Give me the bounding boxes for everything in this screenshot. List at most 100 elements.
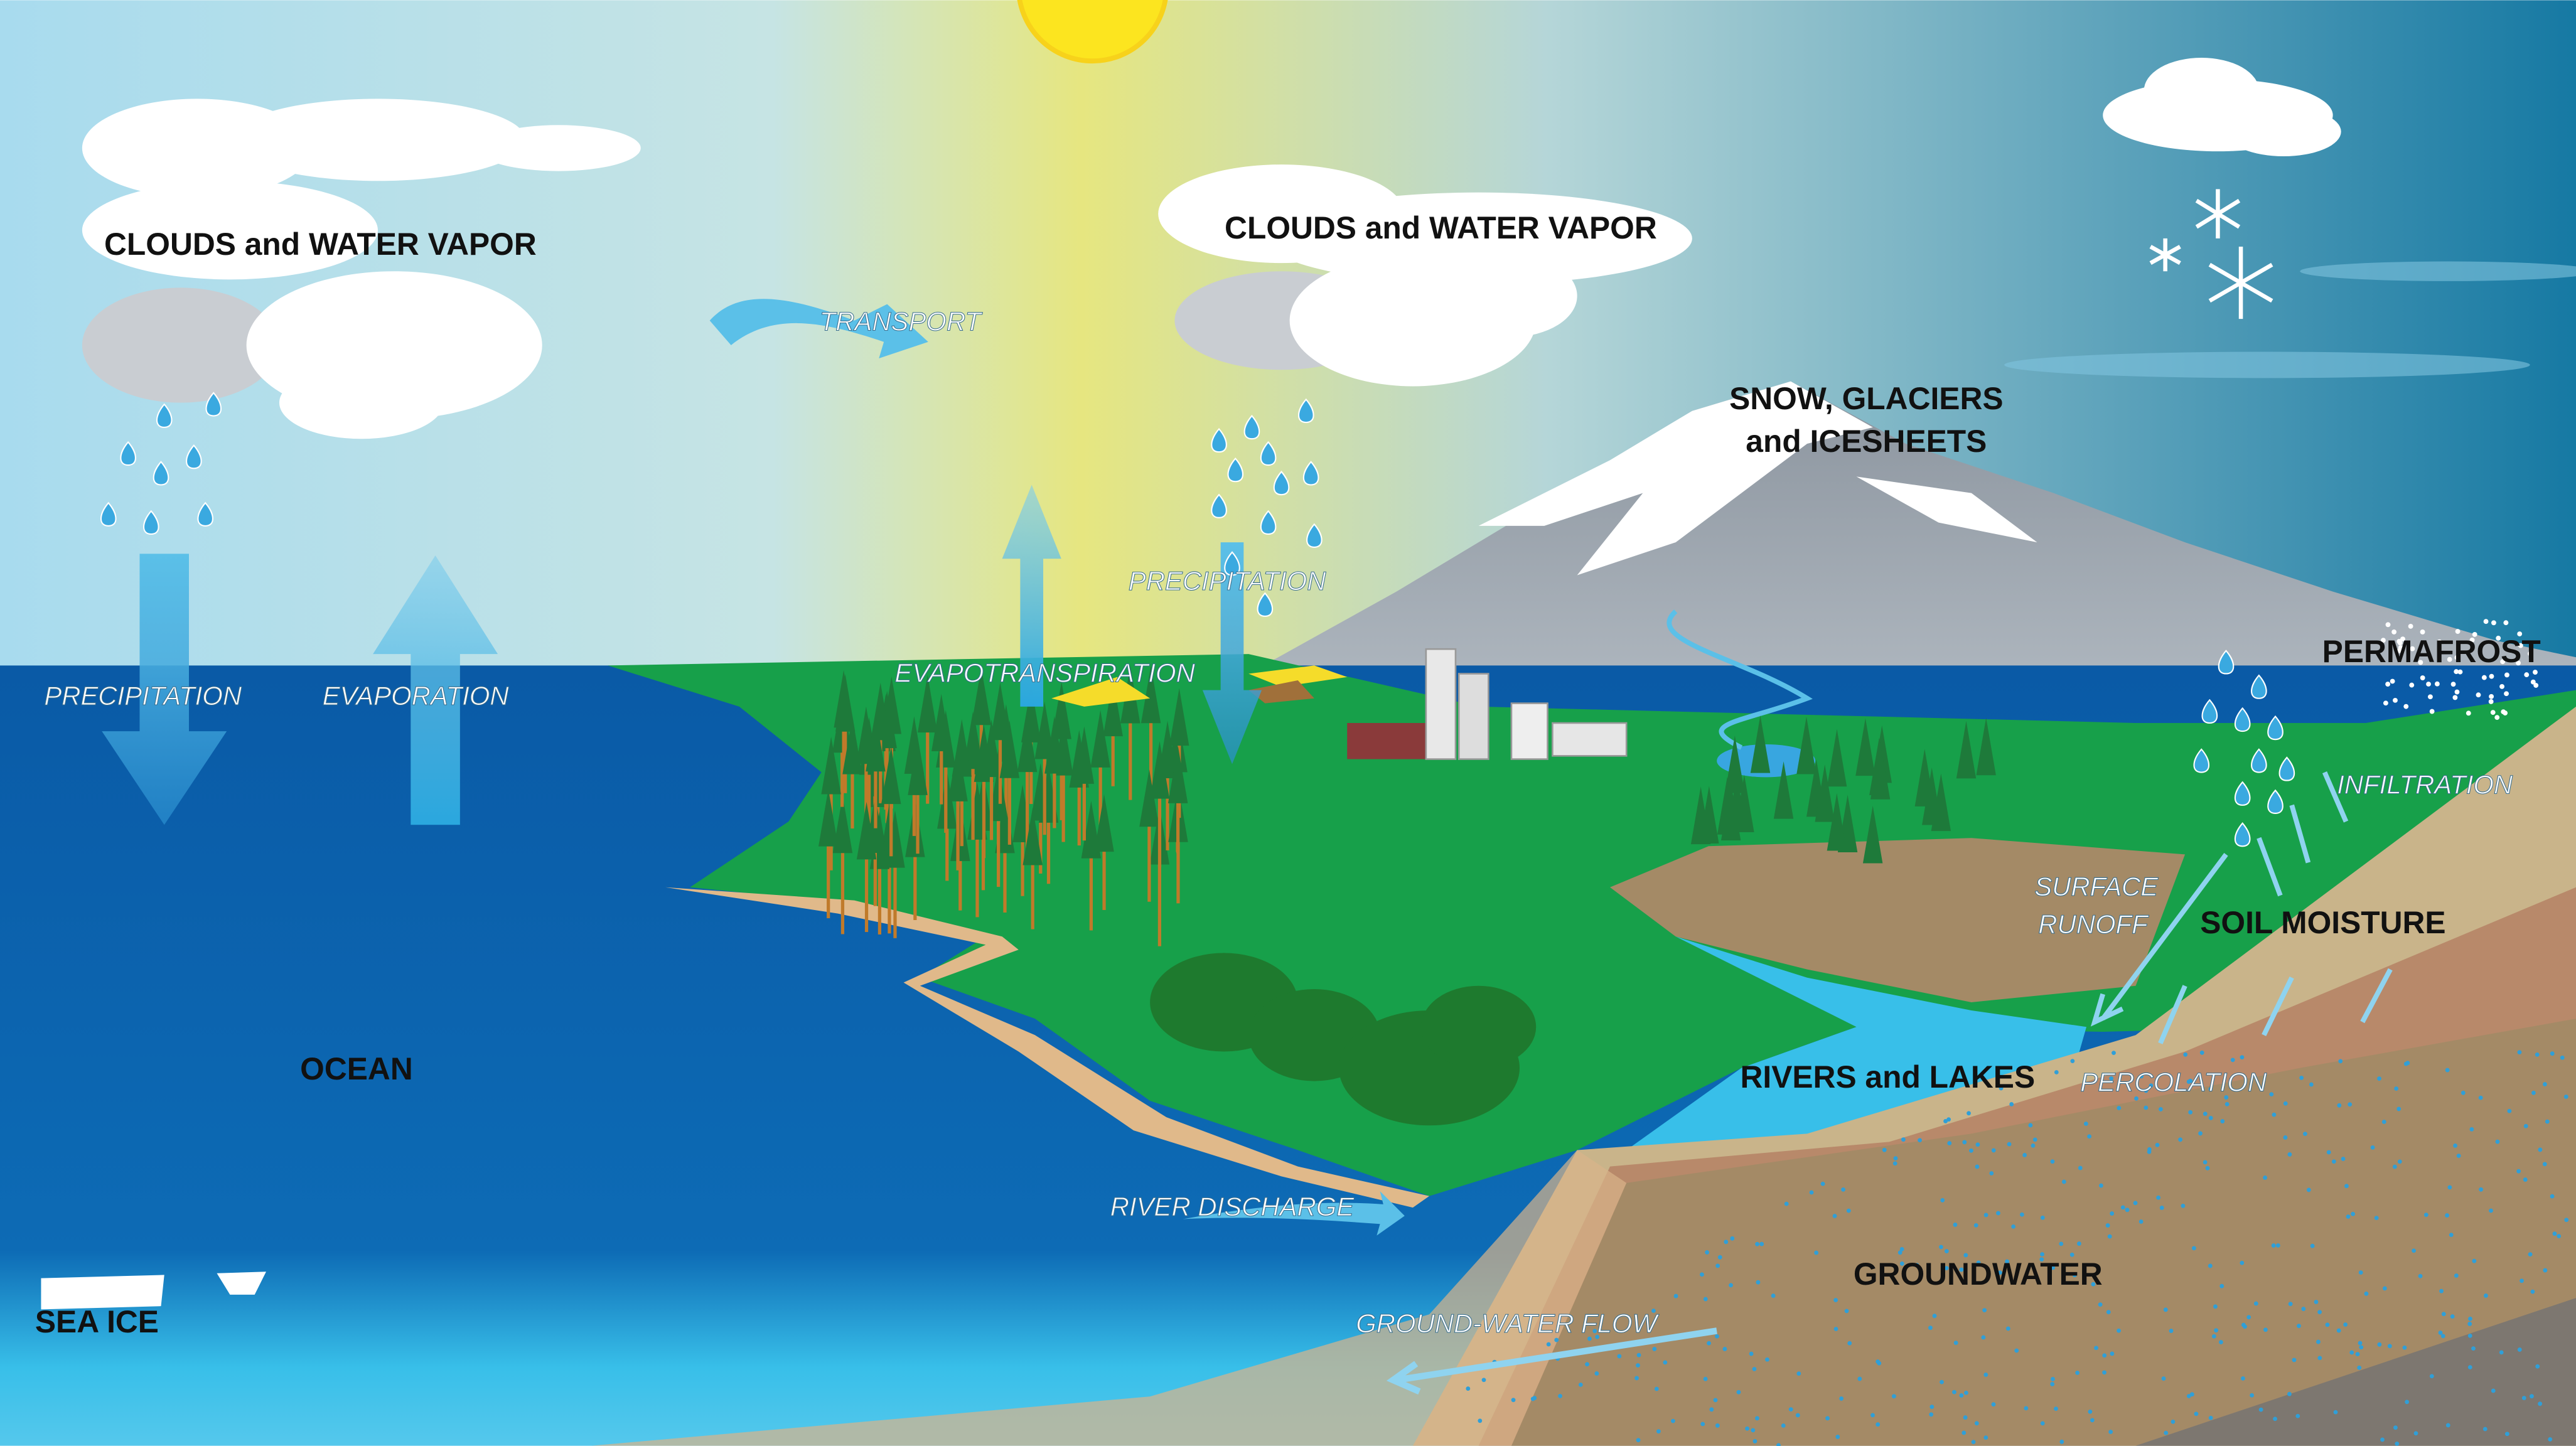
- tree-trunk: [1089, 842, 1093, 931]
- groundwater-dot: [2357, 1365, 2362, 1370]
- river-discharge-arrow: [1183, 1191, 1405, 1236]
- groundwater-dot: [2316, 1339, 2321, 1344]
- groundwater-dot: [1755, 1416, 1759, 1421]
- groundwater-dot: [1983, 1373, 1988, 1377]
- raindrop-icon: [1243, 414, 1260, 440]
- raindrop-icon: [1306, 523, 1323, 548]
- groundwater-dot: [2253, 1301, 2258, 1306]
- groundwater-dot: [1833, 1327, 1838, 1331]
- sun: [1017, 0, 1168, 64]
- groundwater-dot: [2545, 1119, 2550, 1124]
- groundwater-dot: [1971, 1440, 1976, 1445]
- groundwater-dot: [2471, 1346, 2476, 1351]
- groundwater-dot: [2144, 1088, 2149, 1093]
- groundwater-dot: [1814, 1250, 1819, 1255]
- tree-trunk: [960, 760, 963, 847]
- groundwater-dot: [1715, 1423, 1720, 1428]
- groundwater-dot: [2377, 1342, 2382, 1347]
- groundwater-dot: [2024, 1406, 2029, 1411]
- groundwater-dot: [2031, 1143, 2036, 1148]
- groundwater-dot: [2203, 1111, 2208, 1117]
- permafrost-dot: [2504, 672, 2509, 678]
- groundwater-dot: [1592, 1329, 1597, 1334]
- groundwater-dot: [2120, 1205, 2125, 1210]
- pine-tree: [1827, 793, 1847, 851]
- permafrost-dot: [2410, 646, 2415, 651]
- groundwater-dot: [2072, 1273, 2077, 1278]
- tree-trunk: [893, 851, 897, 938]
- groundwater-dot: [2450, 1314, 2455, 1319]
- groundwater-dot: [2530, 1394, 2534, 1399]
- permafrost-dot: [2454, 689, 2460, 695]
- permafrost-dot: [2466, 710, 2471, 716]
- permafrost-dot: [2381, 638, 2386, 643]
- pine-tree: [1862, 805, 1883, 864]
- pine-tree: [1720, 783, 1741, 841]
- groundwater-dot: [2194, 1411, 2199, 1417]
- groundwater-dot: [1997, 1270, 2002, 1275]
- pine-tree: [981, 719, 1002, 778]
- groundwater-dot: [2271, 1243, 2276, 1248]
- permafrost-dot: [2530, 679, 2536, 685]
- groundwater-dot: [2351, 1211, 2355, 1216]
- raindrop-icon: [197, 501, 213, 527]
- pine-tree: [1773, 761, 1794, 819]
- permafrost-dot: [2455, 629, 2461, 634]
- permafrost-dot: [2504, 691, 2509, 697]
- groundwater-dot: [2181, 1203, 2186, 1208]
- tree-trunk: [1043, 742, 1046, 835]
- groundwater-dot: [2377, 1076, 2381, 1081]
- groundwater-dot: [1947, 1141, 1952, 1145]
- pine-tree: [1034, 701, 1055, 759]
- tree-trunk: [958, 844, 962, 911]
- mountain: [1248, 381, 2576, 740]
- groundwater-dot: [1969, 1148, 1973, 1153]
- groundwater-dot: [1899, 1246, 1904, 1251]
- label-precipitation-land: PRECIPITATION: [1129, 566, 1327, 596]
- raindrop-icon: [2251, 748, 2267, 773]
- groundwater-dot: [1636, 1438, 1641, 1443]
- groundwater-dot: [2344, 1184, 2349, 1189]
- groundwater-dot: [2337, 1103, 2342, 1108]
- groundwater-dot: [2094, 1346, 2098, 1351]
- groundwater-dot: [2348, 1102, 2353, 1107]
- permafrost-dot: [2488, 699, 2494, 704]
- groundwater-dot: [2396, 1106, 2402, 1111]
- groundwater-dot: [1594, 1371, 1599, 1376]
- groundwater-dot: [1795, 1413, 1800, 1418]
- groundwater-flow-arrow: [1386, 1327, 1717, 1395]
- tree-trunk: [1007, 761, 1012, 845]
- pine-tree: [1022, 807, 1043, 865]
- pine-tree: [1796, 716, 1817, 774]
- raindrop-icon: [2267, 715, 2284, 741]
- groundwater-dot: [2306, 1187, 2311, 1192]
- groundwater-dot: [2005, 1326, 2010, 1331]
- groundwater-dot: [2269, 1092, 2274, 1097]
- groundwater-dot: [2405, 1400, 2410, 1405]
- permafrost-dot: [2481, 675, 2487, 680]
- groundwater-dot: [1983, 1213, 1988, 1218]
- groundwater-dot: [2301, 1307, 2306, 1311]
- raindrop-icon: [1260, 441, 1277, 466]
- groundwater-layer: [1511, 1019, 2576, 1446]
- groundwater-dot: [2169, 1329, 2174, 1333]
- groundwater-dot: [2069, 1252, 2074, 1257]
- label-icesheets: and ICESHEETS: [1746, 424, 1987, 459]
- groundwater-dot: [2441, 1312, 2446, 1317]
- groundwater-dot: [1729, 1283, 1733, 1288]
- groundwater-dot: [2040, 1215, 2045, 1220]
- pine-tree: [821, 736, 841, 795]
- tree-trunk: [944, 751, 948, 833]
- infiltration-arrows: [2090, 771, 2393, 1044]
- groundwater-dot: [2054, 1406, 2058, 1411]
- groundwater-dot: [1929, 1412, 1934, 1417]
- permafrost-dot: [2490, 710, 2496, 715]
- groundwater-dot: [2224, 1101, 2230, 1106]
- pine-tree: [832, 795, 853, 854]
- pine-tree: [999, 720, 1020, 778]
- groundwater-dot: [1707, 1341, 1711, 1346]
- transport-arrow: [709, 299, 928, 358]
- groundwater-dot: [1715, 1263, 1720, 1268]
- groundwater-dot: [2392, 1164, 2397, 1169]
- groundwater-dot: [2489, 1208, 2493, 1213]
